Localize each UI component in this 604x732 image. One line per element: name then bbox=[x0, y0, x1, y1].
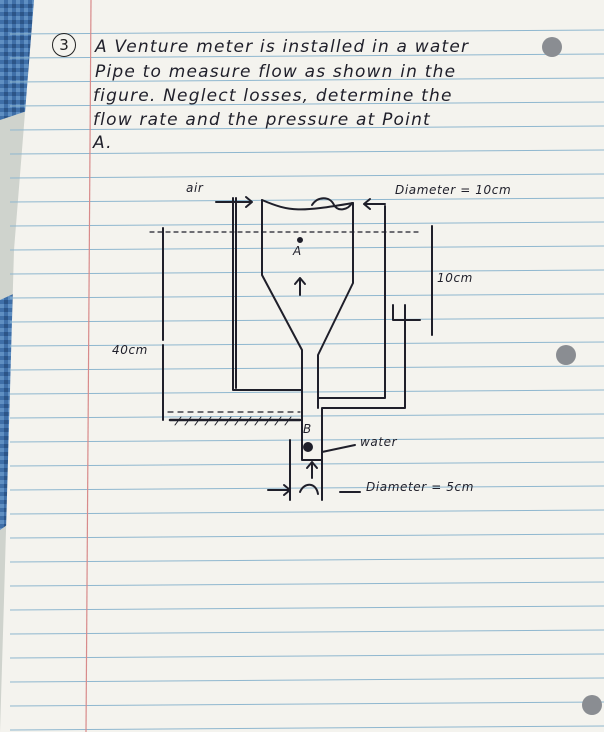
rule-line bbox=[9, 605, 604, 611]
problem-number: 3 bbox=[59, 36, 69, 54]
rule-line bbox=[9, 725, 604, 731]
label-diameter-bottom: Diameter = 5cm bbox=[366, 480, 475, 494]
rule-line bbox=[9, 509, 604, 515]
rule-line bbox=[9, 677, 604, 683]
label-point-b: B bbox=[303, 422, 312, 436]
label-diameter-top: Diameter = 10cm bbox=[395, 183, 512, 197]
problem-line-2: Pipe to measure flow as shown in the bbox=[95, 62, 457, 82]
problem-number-circle: 3 bbox=[52, 33, 76, 57]
rule-line bbox=[9, 29, 604, 35]
rule-line bbox=[9, 173, 604, 179]
problem-line-1: A Venture meter is installed in a water bbox=[95, 37, 470, 57]
label-40cm: 40cm bbox=[112, 343, 148, 357]
rule-line bbox=[9, 53, 604, 59]
label-point-a: A bbox=[293, 244, 302, 258]
label-10cm: 10cm bbox=[437, 271, 473, 285]
label-water: water bbox=[360, 435, 398, 449]
rule-line bbox=[9, 581, 604, 587]
binder-hole-middle bbox=[556, 345, 576, 365]
rule-line bbox=[9, 653, 604, 659]
rule-line bbox=[9, 701, 604, 707]
rule-line bbox=[9, 125, 604, 131]
problem-line-3: figure. Neglect losses, determine the bbox=[93, 86, 453, 106]
rule-line bbox=[9, 77, 604, 83]
label-air: air bbox=[186, 181, 204, 195]
problem-line-4: flow rate and the pressure at Point bbox=[93, 110, 431, 130]
rule-line bbox=[9, 533, 604, 539]
binder-hole-top bbox=[542, 37, 562, 57]
problem-line-5: A. bbox=[93, 133, 113, 153]
binder-hole-bottom bbox=[582, 695, 602, 715]
rule-line bbox=[9, 629, 604, 635]
rule-line bbox=[9, 101, 604, 107]
rule-line bbox=[9, 149, 604, 155]
rule-line bbox=[9, 557, 604, 563]
